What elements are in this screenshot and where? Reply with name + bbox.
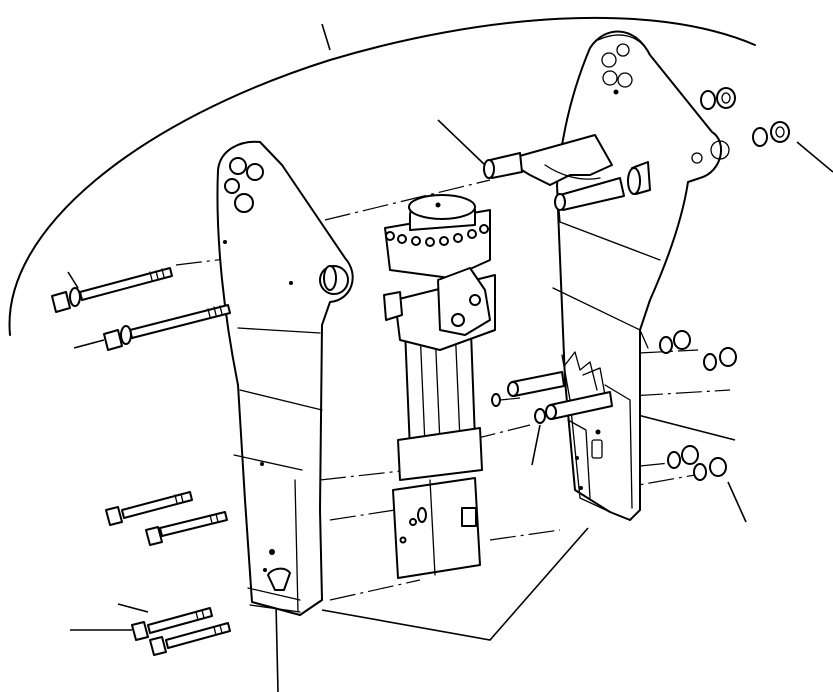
bolt-mid-left-a — [106, 492, 192, 525]
top-bracket-and-pins — [484, 135, 650, 210]
leader-line-washer — [532, 425, 540, 465]
washer-center — [535, 409, 545, 423]
leader-lines — [68, 24, 833, 692]
nut-pair-mid-b — [704, 348, 736, 370]
nut-pair-upper-right — [753, 122, 789, 146]
bolt-mid-left-b — [146, 512, 227, 545]
leader-line-top-pin — [438, 120, 485, 165]
leader-line-plates-v — [322, 528, 588, 640]
pin-right-b — [546, 392, 612, 419]
assembly-boundary-arc — [9, 18, 755, 335]
leader-line-bottom-bolt-a — [118, 604, 148, 612]
bolt-second-left — [104, 305, 230, 350]
left-side-plate — [217, 142, 352, 615]
cap-bolt-ring — [386, 225, 488, 246]
leader-line-arc — [322, 24, 330, 50]
leader-line-top-bolt — [68, 272, 78, 288]
bolt-bottom-left-a — [132, 608, 212, 640]
nut-pair-low-a — [668, 446, 698, 468]
leader-line-bottom-plate — [276, 604, 278, 692]
nut-pair-low-b — [694, 458, 726, 480]
washer-left — [492, 394, 500, 406]
pin-right-a — [508, 372, 564, 396]
nut-pair-mid-a — [660, 331, 690, 353]
nut-pair-top — [701, 88, 735, 109]
leader-line-lower-nut — [728, 482, 746, 522]
through-bolts — [52, 268, 612, 655]
nuts-and-washers — [492, 88, 789, 480]
bolt-top-left — [52, 268, 172, 312]
leader-line-second-bolt — [74, 340, 104, 348]
hydraulic-breaker-body — [384, 195, 495, 578]
leader-line-right-nut — [797, 142, 833, 172]
bolt-bottom-left-b — [150, 623, 230, 655]
